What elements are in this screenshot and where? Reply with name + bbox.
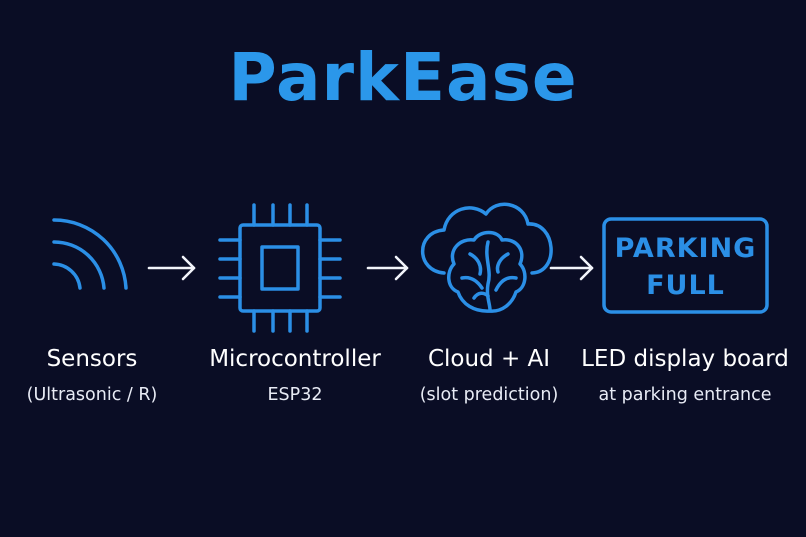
arrow-right-icon [147, 255, 196, 281]
step-sublabel-sensors: (Ultrasonic / R) [26, 385, 158, 405]
display-board-icon [602, 217, 769, 314]
page-title: ParkEase [228, 39, 578, 116]
arrow-right-icon [366, 255, 409, 281]
signal-waves-icon [52, 218, 128, 290]
step-sublabel-cloud-ai: (slot prediction) [419, 385, 559, 405]
step-sublabel-microcontroller: ESP32 [267, 385, 323, 405]
step-label-led-display: LED display board [581, 346, 789, 372]
cloud-brain-icon [420, 202, 553, 313]
display-board-line-2: FULL [646, 270, 725, 301]
step-label-sensors: Sensors [46, 346, 138, 372]
step-label-cloud-ai: Cloud + AI [427, 346, 551, 372]
arrow-right-icon [549, 255, 594, 281]
microchip-icon [218, 203, 342, 333]
step-sublabel-led-display: at parking entrance [598, 385, 772, 405]
step-label-microcontroller: Microcontroller [209, 346, 381, 372]
display-board-line-1: PARKING [614, 233, 757, 264]
